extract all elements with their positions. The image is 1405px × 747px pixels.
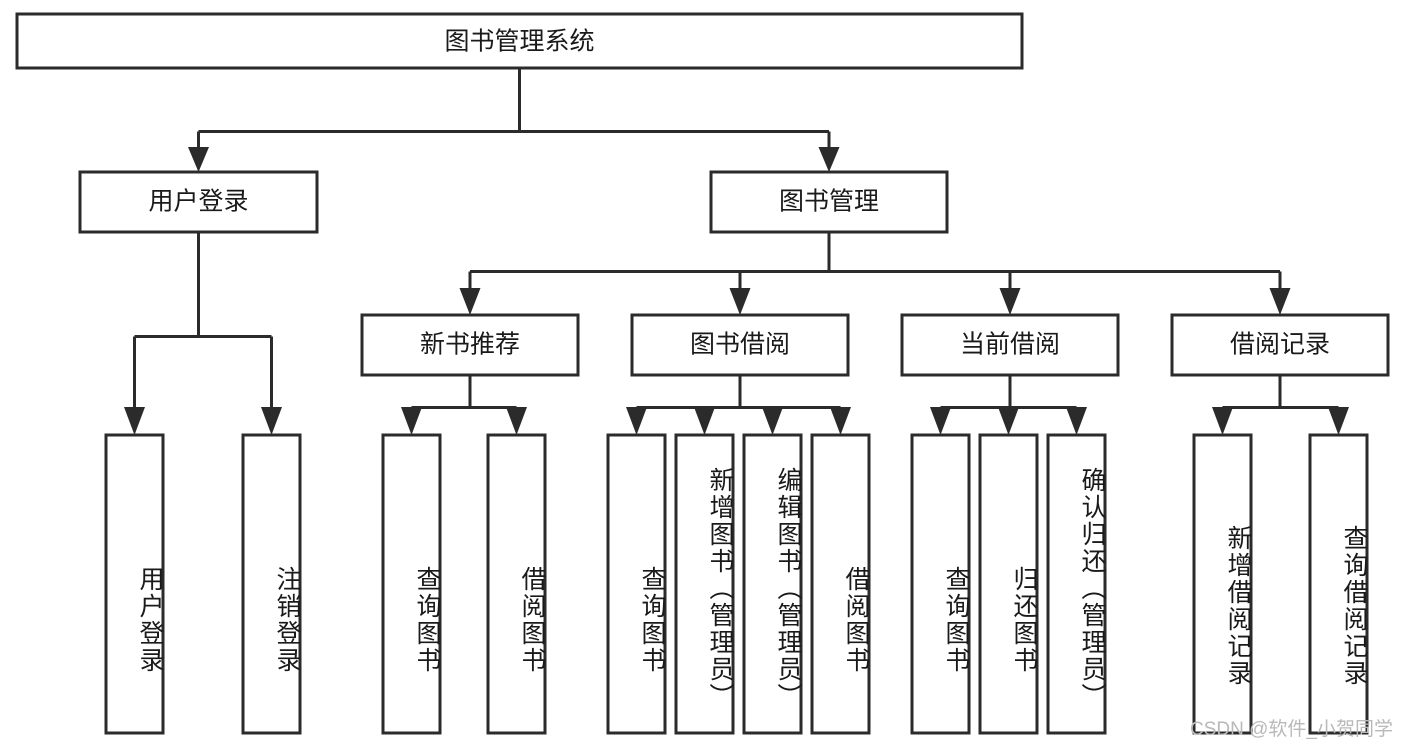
connector-group-root bbox=[188, 68, 840, 172]
arrow-head-leaf-cur-return bbox=[998, 407, 1019, 435]
arrow-head-leaf-rec-query bbox=[401, 407, 422, 435]
leaf-box-cur-query[interactable] bbox=[910, 433, 971, 735]
connector-group-user-login bbox=[124, 232, 282, 435]
leaf-box-borrow-query[interactable] bbox=[606, 433, 667, 735]
arrow-head-leaf-borrow-query bbox=[626, 407, 647, 435]
node-current-borrow[interactable]: 当前借阅 bbox=[900, 313, 1120, 377]
arrow-head-leaf-cur-query bbox=[930, 407, 951, 435]
leaf-box-rec-search[interactable] bbox=[1308, 433, 1369, 735]
arrow-head-leaf-user-logout bbox=[261, 407, 282, 435]
leaf-box-user-logout[interactable] bbox=[241, 433, 302, 735]
arrow-head-user-login bbox=[188, 147, 209, 172]
leaf-boxes bbox=[104, 433, 1369, 735]
arrow-head-book-borrow bbox=[729, 288, 751, 315]
node-root-box[interactable] bbox=[15, 12, 1024, 70]
leaf-box-rec-borrow[interactable] bbox=[486, 433, 547, 735]
arrow-head-leaf-cur-confirm bbox=[1066, 407, 1087, 435]
arrow-head-leaf-user-login bbox=[124, 407, 145, 435]
leaf-box-borrow-lend[interactable] bbox=[810, 433, 871, 735]
node-new-book-rec-label: 新书推荐 bbox=[420, 331, 520, 359]
arrow-head-leaf-borrow-lend bbox=[830, 407, 851, 435]
node-borrow-record-label: 借阅记录 bbox=[1230, 331, 1330, 359]
csdn-watermark: CSDN @软件_小贺同学 bbox=[1190, 719, 1393, 740]
connector-group-book-borrow bbox=[626, 375, 851, 435]
arrow-head-leaf-rec-search bbox=[1328, 407, 1349, 435]
node-book-manage-box[interactable] bbox=[709, 170, 949, 234]
leaf-box-user-login[interactable] bbox=[104, 433, 165, 735]
node-user-login-box[interactable] bbox=[78, 170, 319, 234]
arrow-head-borrow-record bbox=[1269, 288, 1291, 315]
node-book-borrow-label: 图书借阅 bbox=[690, 331, 790, 359]
node-current-borrow-box[interactable] bbox=[900, 313, 1120, 377]
leaf-box-borrow-add[interactable] bbox=[674, 433, 735, 735]
node-user-login-label: 用户登录 bbox=[148, 188, 248, 216]
arrow-head-leaf-borrow-add bbox=[694, 407, 715, 435]
node-book-manage-label: 图书管理 bbox=[779, 188, 879, 216]
node-borrow-record[interactable]: 借阅记录 bbox=[1170, 313, 1390, 377]
node-borrow-record-box[interactable] bbox=[1170, 313, 1390, 377]
arrow-head-book-manage bbox=[818, 147, 840, 172]
node-root[interactable]: 图书管理系统 bbox=[15, 12, 1024, 70]
arrow-head-leaf-rec-borrow bbox=[506, 407, 527, 435]
arrow-head-leaf-rec-add bbox=[1212, 407, 1233, 435]
arrow-head-current-borrow bbox=[999, 288, 1021, 315]
node-current-borrow-label: 当前借阅 bbox=[960, 331, 1060, 359]
node-new-book-rec[interactable]: 新书推荐 bbox=[360, 313, 580, 377]
connector-group-new-book-rec bbox=[401, 375, 527, 435]
leaf-box-cur-confirm[interactable] bbox=[1046, 433, 1107, 735]
arrow-head-leaf-borrow-edit bbox=[762, 407, 783, 435]
leaf-box-rec-query[interactable] bbox=[381, 433, 442, 735]
node-new-book-rec-box[interactable] bbox=[360, 313, 580, 377]
node-book-borrow[interactable]: 图书借阅 bbox=[630, 313, 850, 377]
leaf-box-borrow-edit[interactable] bbox=[742, 433, 803, 735]
node-user-login[interactable]: 用户登录 bbox=[78, 170, 319, 234]
connector-group-borrow-record bbox=[1212, 375, 1349, 435]
connector-group-current-borrow bbox=[930, 375, 1087, 435]
arrow-head-new-book-rec bbox=[459, 288, 481, 315]
node-book-borrow-box[interactable] bbox=[630, 313, 850, 377]
node-book-manage[interactable]: 图书管理 bbox=[709, 170, 949, 234]
node-root-label: 图书管理系统 bbox=[444, 28, 594, 56]
leaf-box-cur-return[interactable] bbox=[978, 433, 1039, 735]
leaf-box-rec-add[interactable] bbox=[1192, 433, 1253, 735]
connector-group-book-manage bbox=[459, 232, 1291, 315]
